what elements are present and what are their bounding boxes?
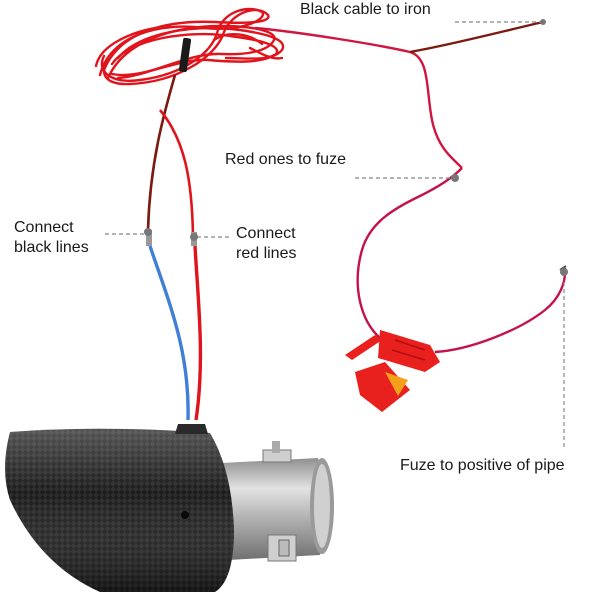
exhaust-tip-icon bbox=[5, 424, 334, 592]
blue-wire bbox=[148, 245, 190, 421]
pink-wire-to-positive bbox=[434, 267, 567, 354]
cable-tie-icon bbox=[178, 37, 192, 73]
label-connect-black-line2: black lines bbox=[14, 239, 89, 256]
label-black-cable-to-iron: Black cable to iron bbox=[300, 1, 431, 18]
label-connect-red-lines: Connect red lines bbox=[236, 224, 296, 264]
label-fuze-to-positive: Fuze to positive of pipe bbox=[400, 457, 565, 474]
dark-wire-down bbox=[146, 74, 177, 231]
coiled-cable-bundle bbox=[94, 7, 285, 86]
leader-dots bbox=[144, 174, 568, 276]
label-connect-red-line2: red lines bbox=[236, 245, 297, 262]
label-red-ones-to-fuze: Red ones to fuze bbox=[225, 151, 346, 168]
red-wire-down bbox=[159, 109, 195, 237]
leader-lines bbox=[105, 21, 565, 450]
label-connect-black-line1: Connect bbox=[14, 219, 74, 236]
dark-wire-to-iron bbox=[409, 20, 544, 54]
label-connect-red-line1: Connect bbox=[236, 225, 296, 242]
red-wire-top bbox=[254, 26, 463, 169]
label-connect-black-lines: Connect black lines bbox=[14, 218, 89, 258]
red-wire-lower bbox=[193, 245, 203, 421]
pink-wire-to-fuse bbox=[356, 167, 463, 339]
fuse-holder-icon bbox=[345, 330, 440, 412]
